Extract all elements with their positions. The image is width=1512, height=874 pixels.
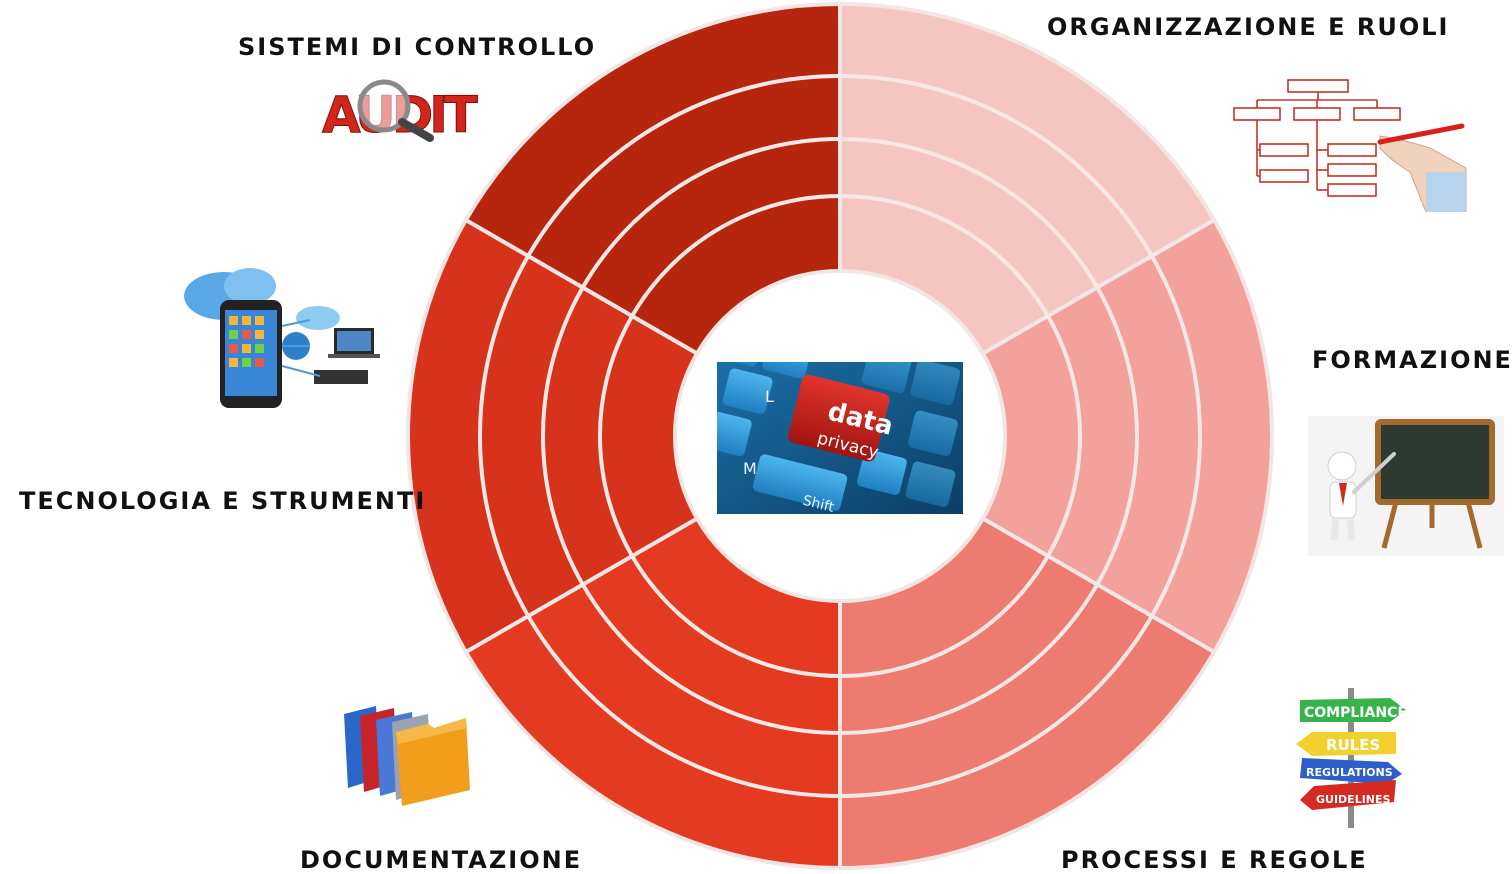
wheel-ring-divider — [478, 74, 1202, 798]
label-organizzazione-e-ruoli: ORGANIZZAZIONE E RUOLI — [1047, 13, 1450, 41]
key-l-text: L — [765, 387, 774, 406]
wheel-ring-divider — [541, 137, 1139, 735]
wheel-segment — [463, 1, 842, 357]
sign-rules: RULES — [1326, 736, 1380, 754]
key-m-text: M — [743, 459, 757, 478]
compliance-signpost-icon: COMPLIANCE RULES REGULATIONS GUIDELINES — [1296, 688, 1407, 828]
audit-magnifier-icon: AUDIT — [322, 79, 478, 145]
key-shift-text: Shift — [801, 493, 836, 514]
data-privacy-keyboard-image: L M Shift data privacy — [717, 362, 963, 514]
org-chart-icon — [1233, 79, 1467, 212]
wheel-ring-divider — [598, 194, 1082, 678]
documentation-folders-icon — [344, 706, 470, 806]
teacher-blackboard-icon — [1308, 416, 1504, 556]
wheel-segment — [463, 515, 842, 871]
sign-compliance: COMPLIANCE — [1304, 705, 1407, 721]
label-processi-e-regole: PROCESSI E REGOLE — [1061, 846, 1368, 874]
label-documentazione: DOCUMENTAZIONE — [300, 846, 583, 874]
wheel-segment — [838, 1, 1217, 357]
sign-guidelines: GUIDELINES — [1316, 793, 1391, 806]
label-tecnologia-e-strumenti: TECNOLOGIA E STRUMENTI — [19, 487, 427, 515]
label-formazione: FORMAZIONE — [1312, 346, 1512, 374]
wheel-segment — [838, 515, 1217, 871]
sign-regulations: REGULATIONS — [1306, 766, 1393, 779]
technology-devices-icon — [184, 268, 380, 408]
label-sistemi-di-controllo: SISTEMI DI CONTROLLO — [238, 33, 597, 61]
